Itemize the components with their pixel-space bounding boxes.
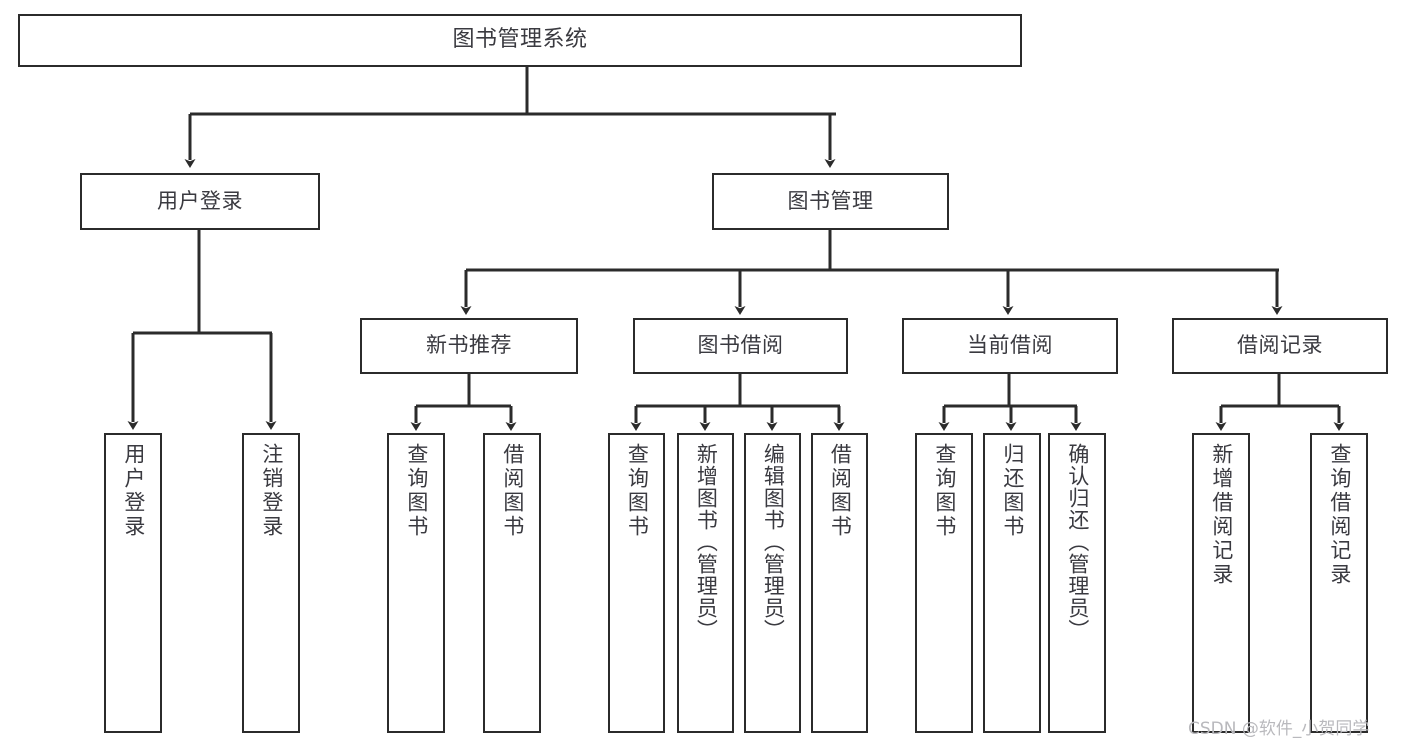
node-label: 图书借阅: [697, 333, 784, 358]
watermark: CSDN @软件_小贺同学: [1188, 719, 1370, 739]
node-label: 查询图书: [625, 443, 650, 539]
node-label: 图书管理系统: [452, 27, 588, 53]
node-label: 借阅记录: [1237, 333, 1323, 358]
leaf-borrow-add-book-admin[interactable]: 新增图书（管理员）: [677, 433, 734, 733]
node-label: 新书推荐: [426, 333, 512, 358]
leaf-record-query-borrow-record[interactable]: 查询借阅记录: [1310, 433, 1368, 733]
node-user-login[interactable]: 用户登录: [80, 173, 320, 230]
node-current-borrow[interactable]: 当前借阅: [902, 318, 1118, 374]
node-label: 查询图书: [932, 443, 957, 539]
node-label: 查询借阅记录: [1327, 443, 1352, 587]
node-label: 新增借阅记录: [1209, 443, 1234, 587]
leaf-recommend-query-book[interactable]: 查询图书: [387, 433, 445, 733]
node-root-book-management-system[interactable]: 图书管理系统: [18, 14, 1022, 67]
node-label: 用户登录: [157, 188, 243, 213]
leaf-borrow-edit-book-admin[interactable]: 编辑图书（管理员）: [744, 433, 801, 733]
node-label: 编辑图书（管理员）: [761, 443, 786, 641]
node-borrow-record[interactable]: 借阅记录: [1172, 318, 1388, 374]
node-book-borrow[interactable]: 图书借阅: [633, 318, 848, 374]
leaf-current-query-book[interactable]: 查询图书: [915, 433, 973, 733]
node-label: 新增图书（管理员）: [694, 443, 719, 641]
leaf-recommend-borrow-book[interactable]: 借阅图书: [483, 433, 541, 733]
leaf-record-add-borrow-record[interactable]: 新增借阅记录: [1192, 433, 1250, 733]
leaf-user-login-signout[interactable]: 注销登录: [242, 433, 300, 733]
leaf-borrow-query-book[interactable]: 查询图书: [608, 433, 665, 733]
leaf-current-confirm-return-admin[interactable]: 确认归还（管理员）: [1048, 433, 1106, 733]
node-label: 用户登录: [121, 443, 146, 539]
node-label: 借阅图书: [828, 443, 853, 539]
node-label: 当前借阅: [967, 333, 1053, 358]
node-label: 确认归还（管理员）: [1065, 443, 1090, 641]
node-label: 借阅图书: [500, 443, 525, 539]
node-label: 查询图书: [404, 443, 429, 539]
node-new-book-recommend[interactable]: 新书推荐: [360, 318, 578, 374]
leaf-borrow-borrow-book[interactable]: 借阅图书: [811, 433, 868, 733]
node-label: 注销登录: [259, 443, 284, 539]
node-label: 归还图书: [1000, 443, 1025, 539]
leaf-current-return-book[interactable]: 归还图书: [983, 433, 1041, 733]
node-label: 图书管理: [787, 188, 874, 213]
node-book-management[interactable]: 图书管理: [712, 173, 949, 230]
leaf-user-login-signin[interactable]: 用户登录: [104, 433, 162, 733]
